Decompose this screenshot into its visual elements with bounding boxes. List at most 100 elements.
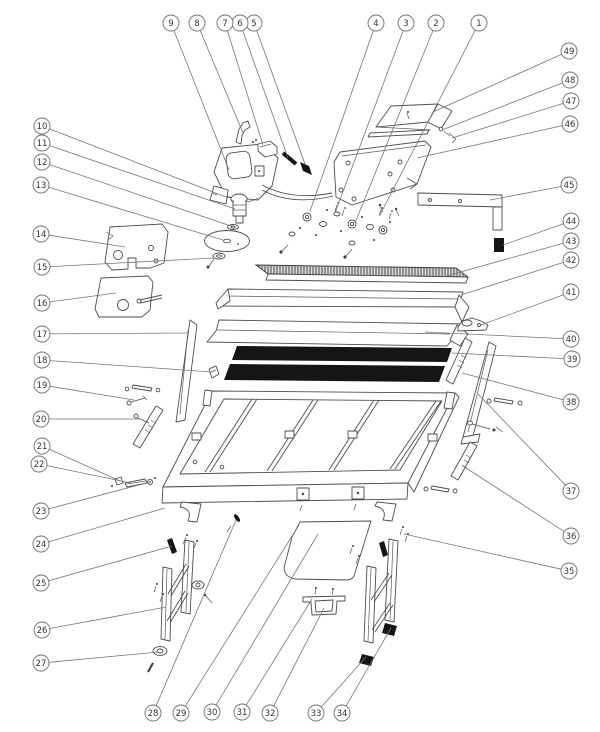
callout-label-36: 36: [566, 532, 577, 542]
leader-line-41: [480, 294, 564, 326]
callout-label-23: 23: [36, 507, 47, 517]
callout-2: [427, 14, 445, 32]
callout-label-13: 13: [36, 181, 47, 191]
leader-line-30: [215, 533, 319, 706]
callout-32: [261, 704, 279, 722]
strip-36: [450, 441, 478, 481]
callout-label-39: 39: [567, 355, 578, 365]
l-bracket: [417, 192, 503, 231]
bracket-18: [208, 365, 220, 379]
leader-line-2: [354, 30, 434, 224]
callout-label-32: 32: [265, 709, 276, 719]
callout-9: [162, 14, 180, 32]
callout-label-11: 11: [37, 139, 48, 149]
callout-label-38: 38: [566, 398, 577, 408]
callout-label-24: 24: [36, 540, 47, 550]
leader-line-37: [477, 393, 566, 486]
mount-plate: [333, 140, 432, 220]
callout-31: [233, 703, 251, 721]
callout-label-10: 10: [37, 122, 48, 132]
leader-line-34: [345, 627, 392, 707]
blade-flange: [212, 252, 226, 260]
callout-label-27: 27: [36, 659, 47, 669]
leader-line-4: [309, 30, 374, 212]
drain-bracket: [302, 587, 346, 616]
pin-right: [379, 541, 388, 557]
callout-label-8: 8: [194, 19, 199, 29]
callout-15: [33, 258, 51, 276]
callout-23: [32, 502, 50, 520]
leader-line-26: [49, 606, 167, 629]
callout-label-15: 15: [37, 263, 48, 273]
leader-line-19: [49, 385, 135, 401]
leader-line-9: [173, 30, 230, 171]
leader-line-1: [379, 29, 476, 216]
foot-33: [359, 654, 374, 666]
callout-label-40: 40: [566, 335, 577, 345]
callout-label-16: 16: [37, 299, 48, 309]
callout-label-14: 14: [36, 230, 47, 240]
leader-line-45: [489, 186, 562, 201]
callout-3: [397, 14, 415, 32]
leader-line-12: [49, 164, 232, 227]
leader-line-18: [49, 360, 213, 373]
support-arm: [261, 184, 333, 197]
tray-panel-lower: [206, 319, 469, 347]
left-fasteners: [111, 384, 161, 488]
leader-line-44: [502, 223, 564, 246]
pad-44: [494, 238, 504, 252]
water-tray: [283, 520, 372, 581]
leader-line-46: [416, 125, 563, 159]
foot-34: [382, 623, 397, 636]
foot-27: [152, 646, 168, 656]
corner-gusset-left: [179, 501, 202, 523]
callout-label-22: 22: [34, 460, 45, 470]
arbor-shaft: [232, 200, 247, 217]
callout-label-35: 35: [564, 567, 575, 577]
callout-42: [562, 251, 580, 269]
callout-10: [33, 117, 51, 135]
leader-line-29: [184, 524, 300, 707]
leader-line-28: [155, 519, 237, 706]
callout-30: [203, 703, 221, 721]
callout-label-33: 33: [311, 709, 322, 719]
corner-gusset-right: [374, 501, 397, 522]
callout-36: [562, 527, 580, 545]
leader-line-15: [49, 257, 215, 267]
rail-left-17: [175, 319, 198, 423]
leader-line-42: [460, 262, 564, 296]
callout-20: [32, 410, 50, 428]
blade-disc: [204, 230, 250, 252]
leg-right: [349, 526, 409, 666]
callout-18: [33, 351, 51, 369]
callout-label-30: 30: [207, 708, 218, 718]
brush-cap-6: [281, 151, 298, 166]
callout-label-12: 12: [37, 158, 48, 168]
callout-16: [33, 294, 51, 312]
callout-4: [367, 14, 385, 32]
leader-line-43: [442, 242, 564, 278]
leader-line-24: [48, 507, 166, 543]
callout-13: [32, 176, 50, 194]
callout-28: [144, 704, 162, 722]
leader-line-3: [334, 30, 404, 214]
leader-line-36: [462, 465, 565, 532]
callout-label-45: 45: [564, 181, 575, 191]
latch-41: [457, 317, 489, 332]
main-frame: [161, 389, 460, 523]
callout-35: [560, 562, 578, 580]
callout-label-19: 19: [37, 381, 48, 391]
leader-line-23: [48, 481, 151, 510]
callout-46: [561, 115, 579, 133]
callout-label-2: 2: [433, 19, 438, 29]
callout-44: [562, 212, 580, 230]
callout-17: [33, 325, 51, 343]
callout-label-42: 42: [566, 256, 577, 266]
callout-7: [216, 14, 234, 32]
callout-1: [470, 14, 488, 32]
callout-label-37: 37: [566, 487, 577, 497]
leader-line-11: [49, 145, 236, 210]
callout-25: [32, 574, 50, 592]
